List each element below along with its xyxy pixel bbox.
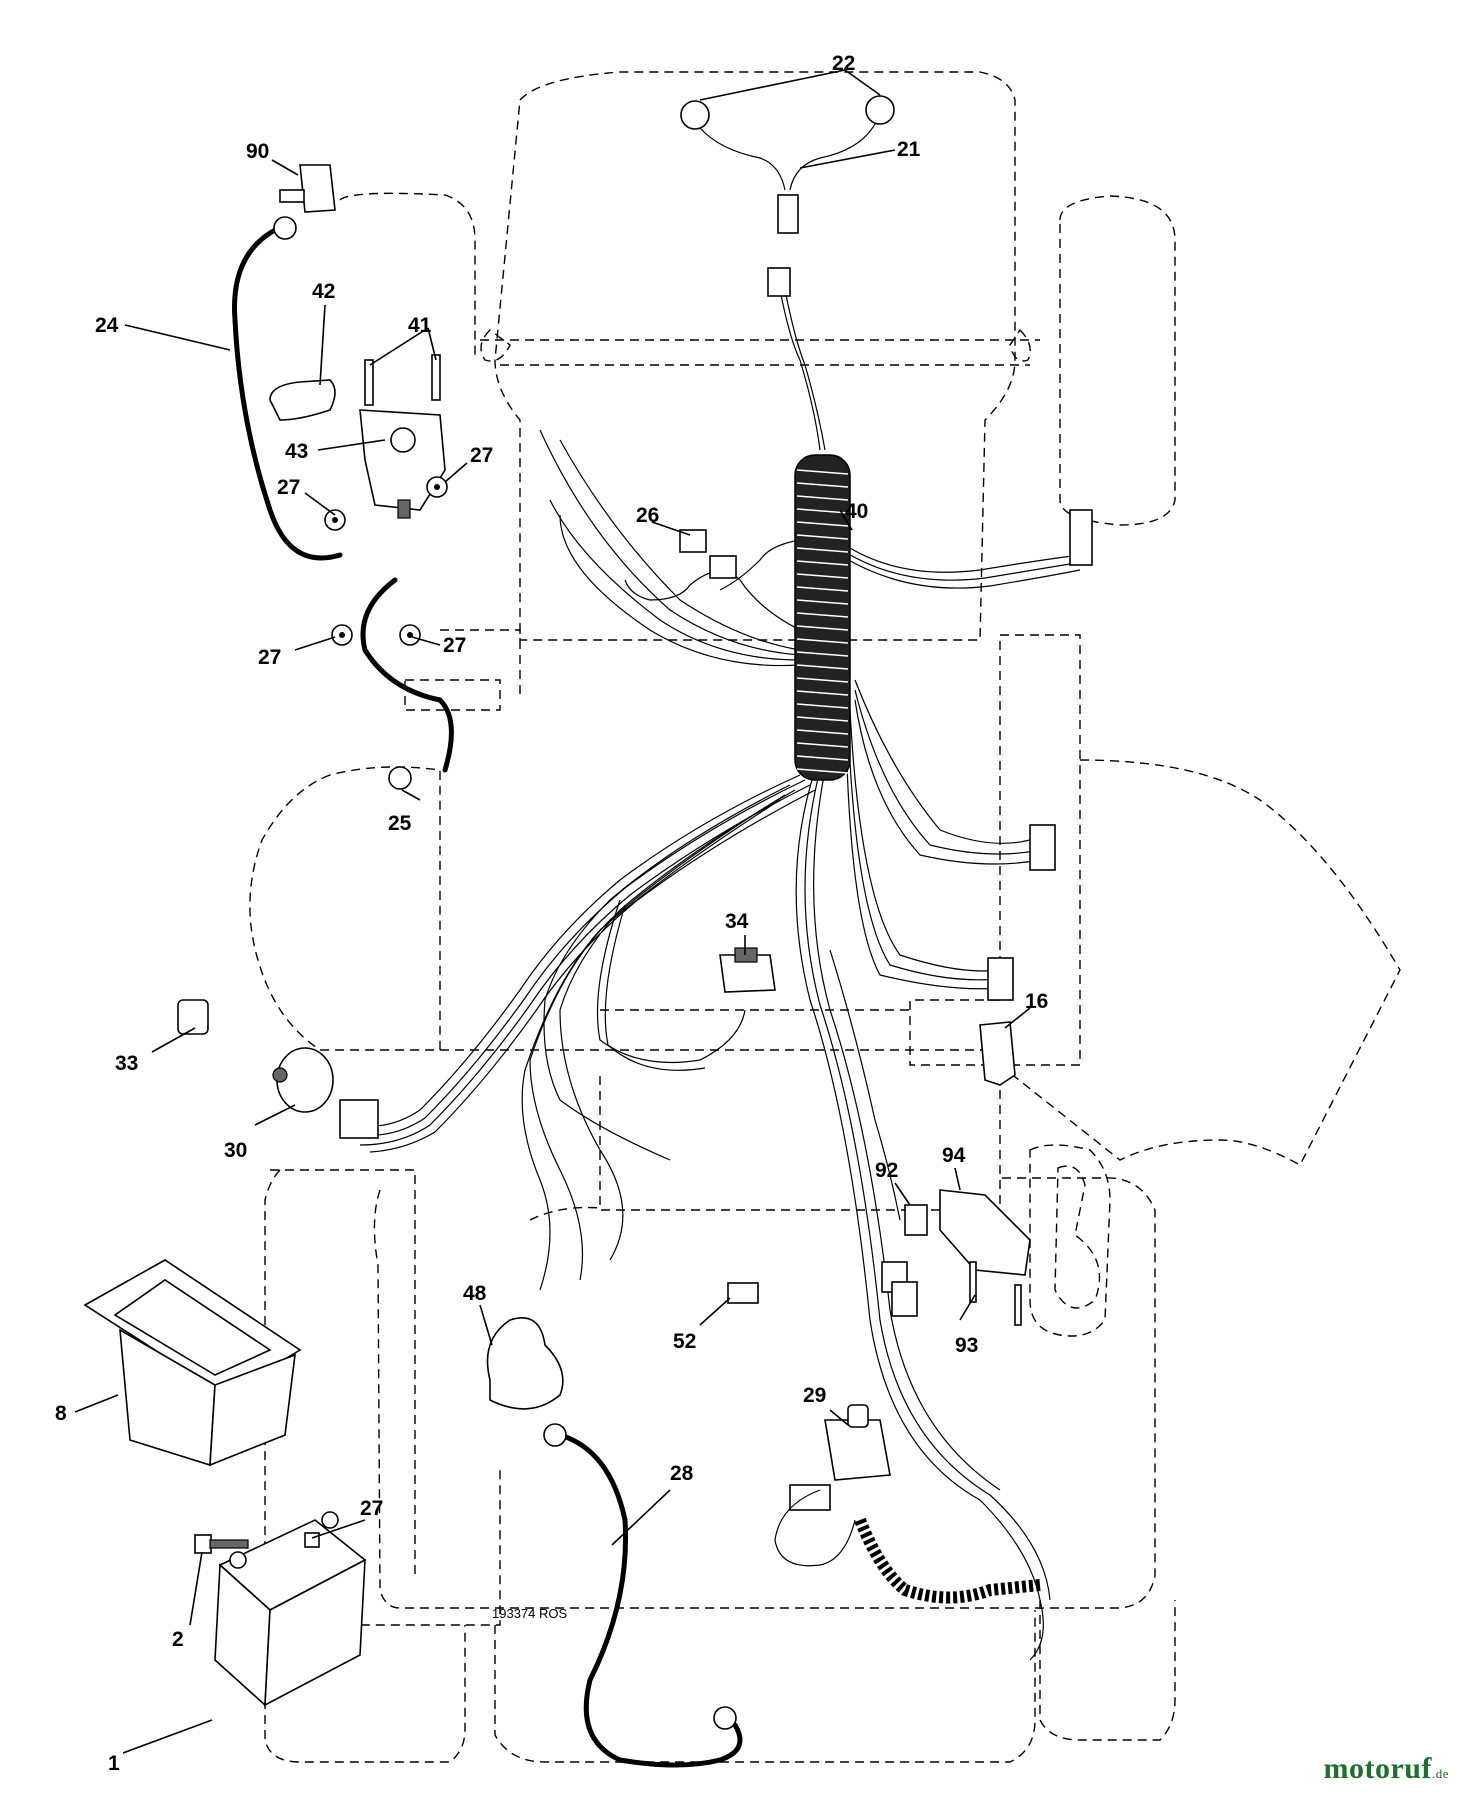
cable-25 [360, 577, 454, 773]
callout-90: 90 [246, 140, 269, 163]
switch-module-94 [939, 1189, 1031, 1276]
callout-26: 26 [636, 504, 659, 527]
ignition-switch-30 [272, 1047, 379, 1139]
connector-26-b [709, 555, 737, 579]
callout-8: 8 [55, 1402, 67, 1425]
callout-41: 41 [408, 314, 432, 337]
leader-lines [74, 69, 1031, 1754]
callout-33: 33 [115, 1052, 138, 1075]
callout-22: 22 [832, 52, 855, 75]
headlights-22 [680, 95, 895, 191]
watermark-name: motoruf [1323, 1752, 1432, 1785]
callout-27-lower-right: 27 [443, 634, 466, 657]
battery-cable-24 [232, 227, 343, 561]
callout-92: 92 [875, 1159, 898, 1182]
relay-16 [979, 1021, 1016, 1086]
battery-cable-28 [557, 1432, 743, 1768]
screws-41 [364, 354, 441, 406]
key-33 [177, 999, 209, 1035]
callout-27-solenoid-right: 27 [470, 444, 493, 467]
part-48 [486, 1317, 564, 1410]
switch-34 [719, 947, 776, 993]
callout-27-battery: 27 [360, 1497, 383, 1520]
screws-93 [969, 1261, 1022, 1326]
callout-29: 29 [803, 1384, 826, 1407]
callout-40: 40 [845, 500, 868, 523]
connector-92-c [891, 1281, 918, 1317]
headlight-connector-21 [777, 194, 799, 234]
watermark-logo: motoruf.de [1323, 1752, 1449, 1786]
callout-labels: 22 21 90 42 24 41 43 27 27 40 26 27 27 2… [55, 52, 1048, 1775]
seat-switch-29 [774, 1404, 891, 1567]
callout-52: 52 [673, 1330, 696, 1353]
nut-27-d [399, 624, 421, 646]
harness-front-connector [767, 267, 791, 297]
connector-right-middle [987, 957, 1014, 1001]
connector-52 [727, 1282, 759, 1304]
harness-conduit-40 [794, 454, 851, 781]
callout-94: 94 [942, 1144, 966, 1167]
callout-27-solenoid-left: 27 [277, 476, 300, 499]
part-90 [279, 164, 336, 213]
drawing-number: 193374 ROS [492, 1606, 567, 1621]
callout-42: 42 [312, 280, 335, 303]
callout-21: 21 [897, 138, 921, 161]
connector-92-a [904, 1204, 928, 1236]
callout-93: 93 [955, 1334, 978, 1357]
coiled-cord [854, 1517, 1041, 1604]
watermark-suffix: .de [1431, 1766, 1449, 1781]
nut-27-e [304, 1532, 320, 1548]
nut-27-c [331, 624, 353, 646]
callout-27-lower-left: 27 [258, 646, 281, 669]
callout-48: 48 [463, 1282, 487, 1305]
cable-28-ring-terminal-bottom [713, 1706, 737, 1730]
wiring-harness [359, 289, 1083, 1661]
battery-1 [214, 1511, 367, 1707]
callout-1: 1 [108, 1752, 120, 1775]
solenoid-43 [359, 409, 446, 519]
cable-28-ring-terminal-top [543, 1423, 567, 1447]
callout-30: 30 [224, 1139, 247, 1162]
connector-right-upper [1029, 824, 1056, 871]
callout-25: 25 [388, 812, 412, 835]
callout-24: 24 [95, 314, 119, 337]
tractor-frame-outline [249, 71, 1401, 1763]
nut-27-b [426, 476, 448, 498]
callout-28: 28 [670, 1462, 694, 1485]
harness-right-connector [1069, 509, 1093, 566]
cable-24-ring-terminal [273, 216, 297, 240]
callout-2: 2 [172, 1628, 184, 1651]
callout-34: 34 [725, 910, 749, 933]
battery-box-8 [83, 1259, 302, 1467]
bolt-2 [194, 1534, 249, 1554]
connector-26-a [679, 529, 707, 553]
terminal-cover-42 [269, 379, 336, 421]
callout-43: 43 [285, 440, 308, 463]
cable-25-ring-terminal [388, 766, 412, 790]
callout-16: 16 [1025, 990, 1048, 1013]
nut-27-a [324, 509, 346, 531]
